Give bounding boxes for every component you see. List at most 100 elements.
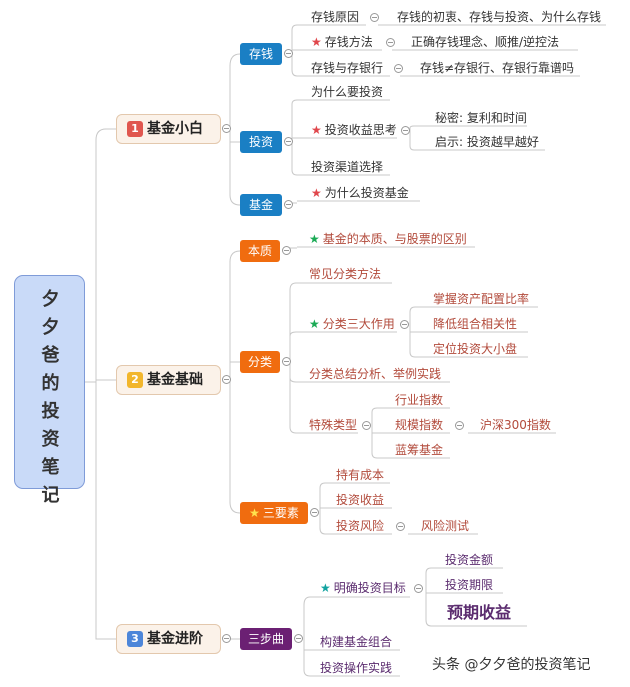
fund-essence[interactable]: ★基金的本质、与股票的区别: [309, 231, 467, 247]
connector-line: [319, 482, 326, 512]
star-icon: ★: [311, 123, 322, 137]
collapse-toggle-icon[interactable]: [294, 634, 303, 643]
investment-risk[interactable]: 投资风险: [336, 519, 385, 533]
tag-fund[interactable]: 基金: [240, 194, 282, 216]
tag-invest[interactable]: 投资: [240, 131, 282, 153]
star-icon: ★: [309, 317, 320, 331]
save-reason-detail[interactable]: 存钱的初衷、存钱与投资、为什么存钱: [397, 10, 602, 24]
tag-save[interactable]: 存钱: [240, 43, 282, 65]
tag-essence[interactable]: 本质: [240, 240, 280, 262]
connector-line: [291, 24, 298, 53]
connector-line: [409, 306, 428, 324]
invest-return-thinking-label: 投资收益思考: [324, 123, 397, 137]
root-title-char: 笔: [41, 457, 60, 478]
collapse-toggle-icon[interactable]: [362, 421, 371, 430]
collapse-toggle-icon[interactable]: [284, 200, 293, 209]
connector-line: [95, 382, 116, 640]
save-vs-bank-detail[interactable]: 存钱≠存银行、存银行靠谱吗: [420, 61, 575, 75]
root-title-char: 爸: [41, 345, 60, 366]
risk-test[interactable]: 风险测试: [421, 519, 470, 533]
role-reduce-correlation[interactable]: 降低组合相关性: [433, 317, 518, 331]
root-title-char: 记: [41, 485, 60, 506]
connector-line: [371, 425, 390, 434]
insight-early[interactable]: 启示: 投资越早越好: [435, 135, 539, 149]
star-icon: ★: [320, 581, 331, 595]
collapse-toggle-icon[interactable]: [401, 126, 410, 135]
star-icon: ★: [309, 232, 320, 246]
why-fund[interactable]: ★为什么投资基金: [311, 185, 409, 201]
watermark: 头条 @夕夕爸的投资笔记: [432, 657, 591, 673]
root-node[interactable]: 夕 夕 爸 的 投 资 笔 记: [14, 275, 85, 506]
fund-essence-label: 基金的本质、与股票的区别: [322, 232, 467, 246]
common-classification[interactable]: 常见分类方法: [309, 267, 382, 281]
industry-index[interactable]: 行业指数: [395, 393, 444, 407]
collapse-toggle-icon[interactable]: [282, 246, 291, 255]
scale-index[interactable]: 规模指数: [395, 418, 444, 432]
invest-channels[interactable]: 投资渠道选择: [311, 160, 384, 174]
root-title-char: 夕: [41, 317, 60, 338]
collapse-toggle-icon[interactable]: [455, 421, 464, 430]
collapse-toggle-icon[interactable]: [414, 584, 423, 593]
connector-line: [291, 141, 298, 176]
classification-roles-label: 分类三大作用: [322, 317, 395, 331]
tag-classify[interactable]: 分类: [240, 351, 280, 373]
collapse-toggle-icon[interactable]: [222, 375, 231, 384]
section-3-number-badge: 3: [127, 631, 143, 647]
classification-roles[interactable]: ★分类三大作用: [309, 316, 395, 332]
collapse-toggle-icon[interactable]: [222, 634, 231, 643]
investment-practice[interactable]: 投资操作实践: [320, 661, 393, 675]
tag-three-elements-label: 三要素: [262, 506, 299, 520]
csi300-index[interactable]: 沪深300指数: [480, 418, 551, 432]
connector-line: [289, 247, 297, 250]
expected-return[interactable]: 预期收益: [447, 603, 512, 622]
collapse-toggle-icon[interactable]: [222, 124, 231, 133]
collapse-toggle-icon[interactable]: [396, 522, 405, 531]
connector-line: [425, 588, 440, 594]
special-types[interactable]: 特殊类型: [309, 418, 358, 432]
connector-line: [229, 129, 241, 206]
save-reason[interactable]: 存钱原因: [311, 10, 360, 24]
connector-line: [229, 53, 241, 129]
collapse-toggle-icon[interactable]: [386, 38, 395, 47]
goal-term[interactable]: 投资期限: [445, 578, 494, 592]
collapse-toggle-icon[interactable]: [370, 13, 379, 22]
connector-line: [289, 331, 297, 361]
collapse-toggle-icon[interactable]: [284, 137, 293, 146]
star-icon: ★: [311, 35, 322, 49]
build-portfolio[interactable]: 构建基金组合: [320, 635, 393, 649]
root-title-char: 投: [41, 401, 60, 422]
connector-line: [95, 128, 116, 382]
why-fund-label: 为什么投资基金: [324, 186, 409, 200]
save-method-label: 存钱方法: [324, 35, 373, 49]
collapse-toggle-icon[interactable]: [282, 357, 291, 366]
why-invest[interactable]: 为什么要投资: [311, 85, 384, 99]
invest-return-thinking[interactable]: ★投资收益思考: [311, 122, 397, 138]
bluechip-fund[interactable]: 蓝筹基金: [395, 443, 444, 457]
clarify-goal-label: 明确投资目标: [333, 581, 406, 595]
collapse-toggle-icon[interactable]: [310, 508, 319, 517]
investment-return[interactable]: 投资收益: [336, 493, 385, 507]
classification-summary[interactable]: 分类总结分析、举例实践: [309, 367, 442, 381]
connector-line: [303, 639, 310, 651]
connector-line: [291, 53, 298, 77]
role-asset-allocation[interactable]: 掌握资产配置比率: [433, 292, 530, 306]
connector-line: [409, 125, 430, 130]
role-size-position[interactable]: 定位投资大小盘: [433, 342, 518, 356]
goal-amount[interactable]: 投资金额: [445, 553, 494, 567]
holding-cost[interactable]: 持有成本: [336, 468, 385, 482]
section-1-number-badge: 1: [127, 121, 143, 137]
clarify-goal[interactable]: ★明确投资目标: [320, 580, 406, 596]
save-vs-bank[interactable]: 存钱与存银行: [311, 61, 384, 75]
collapse-toggle-icon[interactable]: [400, 320, 409, 329]
collapse-toggle-icon[interactable]: [284, 49, 293, 58]
collapse-toggle-icon[interactable]: [394, 64, 403, 73]
save-method[interactable]: ★存钱方法: [311, 34, 373, 50]
connector-line: [229, 250, 241, 380]
tag-three-elements[interactable]: ★三要素: [240, 502, 308, 524]
save-method-detail[interactable]: 正确存钱理念、顺推/逆控法: [411, 35, 560, 49]
tag-three-steps[interactable]: 三步曲: [240, 628, 292, 650]
secret-compound[interactable]: 秘密: 复利和时间: [435, 111, 527, 125]
